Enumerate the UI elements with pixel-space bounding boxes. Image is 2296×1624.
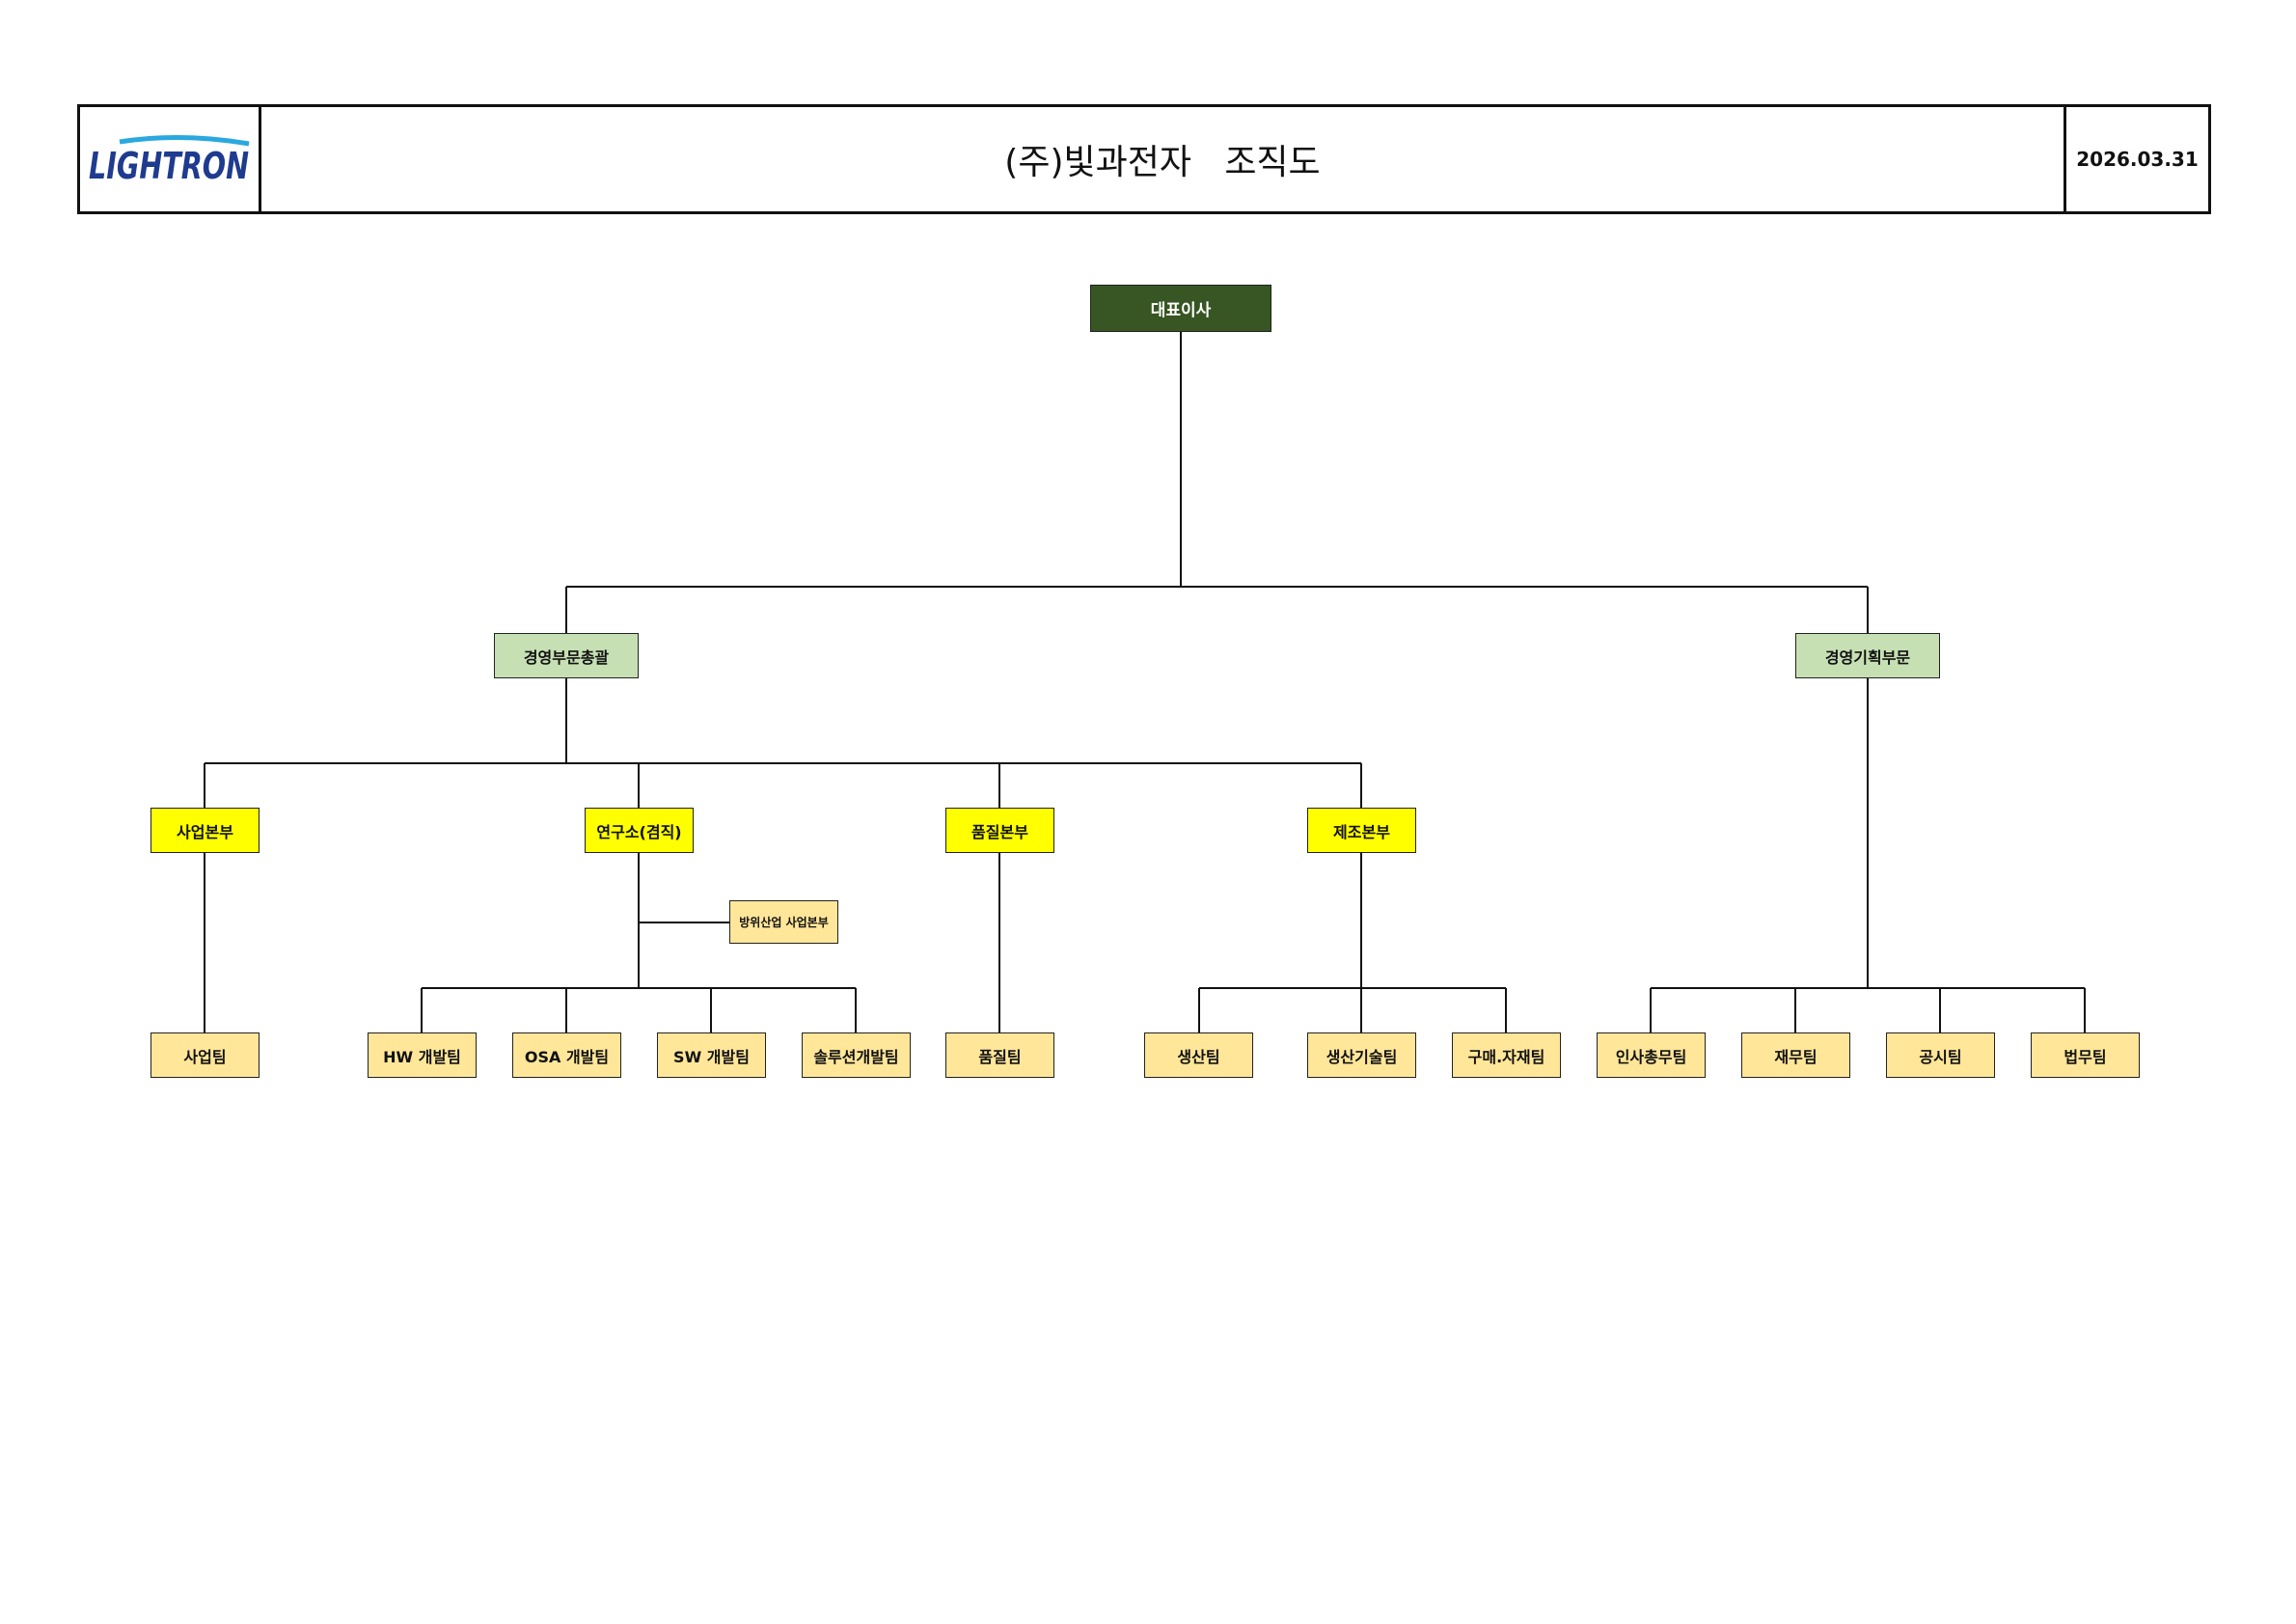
division-management-planning: 경영기획부문 xyxy=(1795,633,1940,678)
team-production: 생산팀 xyxy=(1144,1032,1253,1078)
lightron-logo: LIGHTRON xyxy=(89,134,249,187)
team-disclosure: 공시팀 xyxy=(1886,1032,1995,1078)
team-finance: 재무팀 xyxy=(1741,1032,1850,1078)
team-hw: HW 개발팀 xyxy=(368,1032,477,1078)
header-table: LIGHTRON (주)빛과전자 조직도 2026.03.31 xyxy=(77,104,2211,214)
page-title: (주)빛과전자 조직도 xyxy=(1004,143,1321,182)
team-hr: 인사총무팀 xyxy=(1597,1032,1706,1078)
hq-research: 연구소(겸직) xyxy=(585,808,694,853)
logo-cell: LIGHTRON xyxy=(80,107,261,211)
team-quality: 품질팀 xyxy=(945,1032,1054,1078)
team-production-tech: 생산기술팀 xyxy=(1307,1032,1416,1078)
team-business: 사업팀 xyxy=(150,1032,260,1078)
svg-text:LIGHTRON: LIGHTRON xyxy=(89,145,249,187)
hq-business: 사업본부 xyxy=(150,808,260,853)
hq-quality: 품질본부 xyxy=(945,808,1054,853)
team-osa: OSA 개발팀 xyxy=(512,1032,621,1078)
ceo-box: 대표이사 xyxy=(1090,285,1271,332)
team-purchasing: 구매.자재팀 xyxy=(1452,1032,1561,1078)
defense-business-hq: 방위산업 사업본부 xyxy=(729,900,838,944)
date-label: 2026.03.31 xyxy=(2064,107,2208,211)
team-sw: SW 개발팀 xyxy=(657,1032,766,1078)
team-legal: 법무팀 xyxy=(2031,1032,2140,1078)
division-management-general: 경영부문총괄 xyxy=(494,633,639,678)
team-solution: 솔루션개발팀 xyxy=(802,1032,911,1078)
hq-manufacturing: 제조본부 xyxy=(1307,808,1416,853)
